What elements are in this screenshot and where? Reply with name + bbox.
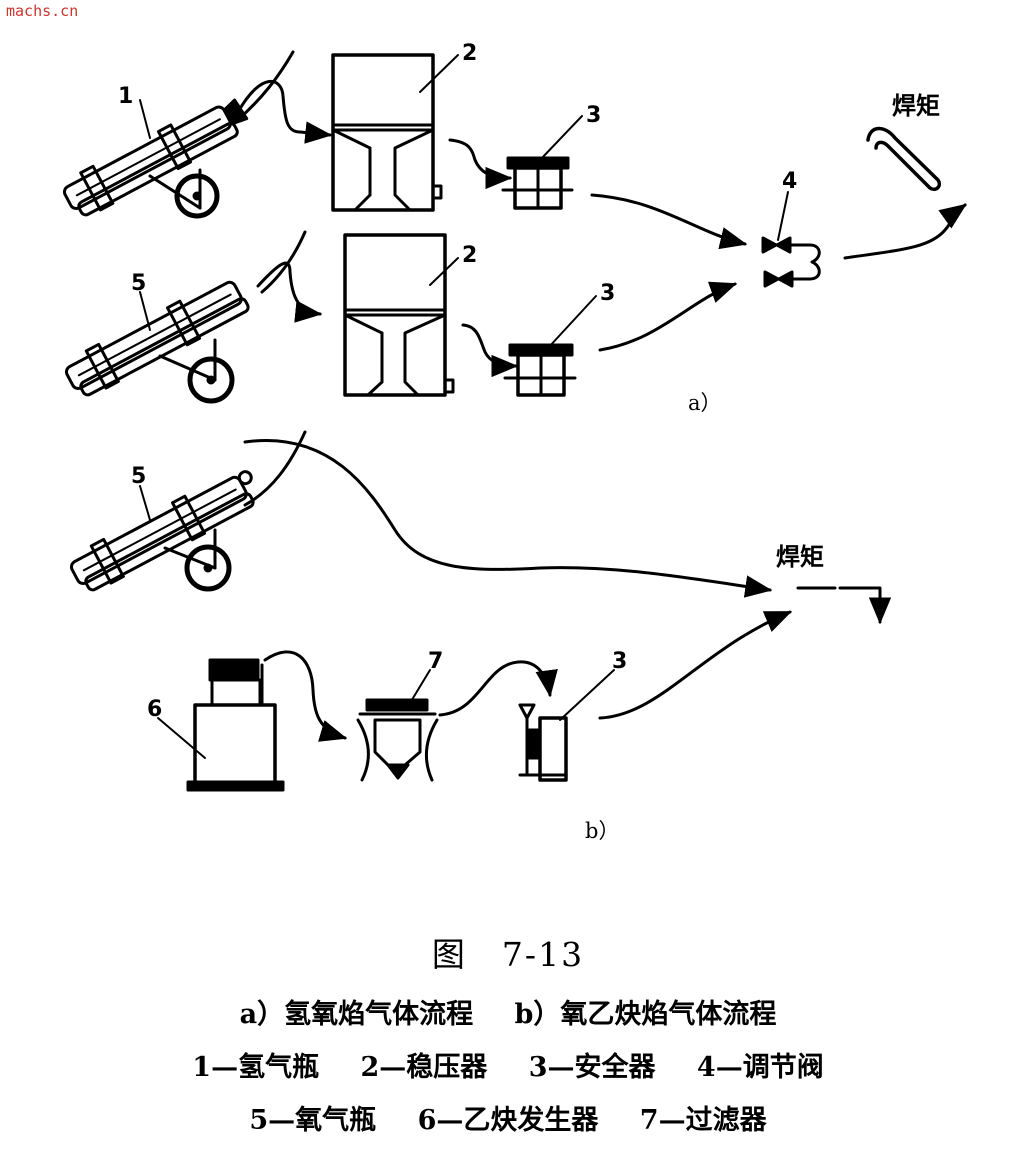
- legend-line-1: 1—氢气瓶 2—稳压器 3—安全器 4—调节阀: [0, 1045, 1016, 1084]
- callout-7: 7: [428, 649, 443, 674]
- pressure-stabilizer-upper: [331, 53, 443, 212]
- caption-subtitles: a）氢氧焰气体流程 b）氧乙炔焰气体流程: [0, 992, 1016, 1031]
- leader-4: [777, 191, 789, 241]
- flow-line-b2: [263, 650, 348, 742]
- flow-line-a6: [461, 323, 519, 378]
- part-a-label: a）: [688, 391, 722, 415]
- pressure-stabilizer-lower: [343, 233, 455, 397]
- safety-device-upper: [501, 156, 574, 210]
- valve-mixer: [788, 243, 821, 281]
- callout-3-upper: 3: [586, 103, 601, 128]
- legend-item: 6—乙炔发生器: [417, 1105, 599, 1136]
- callout-1: 1: [118, 84, 133, 109]
- leader-5-middle: [139, 291, 151, 331]
- flow-line-a1: [236, 80, 333, 144]
- legend-item: 1—氢气瓶: [192, 1052, 320, 1083]
- hose-a5: [260, 230, 307, 294]
- callout-3-b: 3: [612, 649, 627, 674]
- part-b-label: b）: [585, 819, 619, 843]
- legend-item: 7—过滤器: [639, 1105, 767, 1136]
- safety-device-lower: [503, 343, 577, 397]
- safety-device-b: [518, 703, 568, 782]
- flow-line-a4: [843, 203, 967, 260]
- filter-device: [356, 698, 439, 782]
- legend-line-2: 5—氧气瓶 6—乙炔发生器 7—过滤器: [0, 1098, 1016, 1137]
- torch-icon-upper: [866, 126, 942, 192]
- flow-line-a5: [256, 261, 323, 323]
- leader-2-upper: [419, 54, 459, 93]
- torch-outlet: [838, 586, 892, 625]
- regulating-valve: [761, 236, 794, 288]
- flow-line-a3: [590, 193, 748, 250]
- leader-1: [139, 99, 151, 139]
- leader-3-upper: [539, 115, 583, 161]
- callout-3-lower: 3: [600, 281, 615, 306]
- subtitle-a: a）氢氧焰气体流程: [239, 999, 474, 1030]
- oxygen-cylinder-middle: [64, 280, 250, 404]
- figure-caption: 图 7-13 a）氢氧焰气体流程 b）氧乙炔焰气体流程 1—氢气瓶 2—稳压器 …: [0, 928, 1016, 1151]
- legend-item: 2—稳压器: [360, 1052, 488, 1083]
- callout-6: 6: [147, 697, 162, 722]
- torch-label-upper: 焊矩: [892, 92, 940, 120]
- leader-6: [157, 717, 206, 759]
- flow-line-b3: [438, 660, 558, 717]
- site-watermark: machs.cn: [6, 2, 79, 20]
- leader-5-lower: [139, 485, 151, 521]
- flow-line-b1: [243, 439, 773, 598]
- subtitle-b: b）氧乙炔焰气体流程: [514, 999, 777, 1030]
- flow-line-a7: [598, 281, 738, 352]
- figure-number: 图 7-13: [431, 935, 585, 974]
- callout-2-lower: 2: [462, 243, 477, 268]
- callout-5-middle: 5: [131, 271, 146, 296]
- leader-3-b: [559, 669, 615, 721]
- flow-line-a2: [448, 138, 513, 190]
- legend-item: 3—安全器: [528, 1052, 656, 1083]
- leader-3-lower: [547, 295, 597, 349]
- torch-label-lower: 焊矩: [776, 543, 824, 571]
- legend-item: 4—调节阀: [696, 1052, 824, 1083]
- callout-4: 4: [782, 169, 797, 194]
- hose-b5: [243, 430, 307, 507]
- oxygen-cylinder-lower: [69, 470, 255, 592]
- callout-5-lower: 5: [131, 464, 146, 489]
- acetylene-generator: [186, 658, 285, 792]
- hydrogen-cylinder: [62, 98, 249, 219]
- legend-item: 5—氧气瓶: [249, 1105, 377, 1136]
- leader-7: [409, 669, 431, 704]
- leader-2-lower: [429, 257, 459, 286]
- flow-line-b4: [598, 610, 793, 720]
- gas-flow-diagram: 1 2 3 4 焊矩 5 2 3 a） 5 焊矩 6 7 3 b）: [62, 41, 967, 843]
- callout-2-upper: 2: [462, 41, 477, 66]
- hose-a1: [238, 50, 295, 120]
